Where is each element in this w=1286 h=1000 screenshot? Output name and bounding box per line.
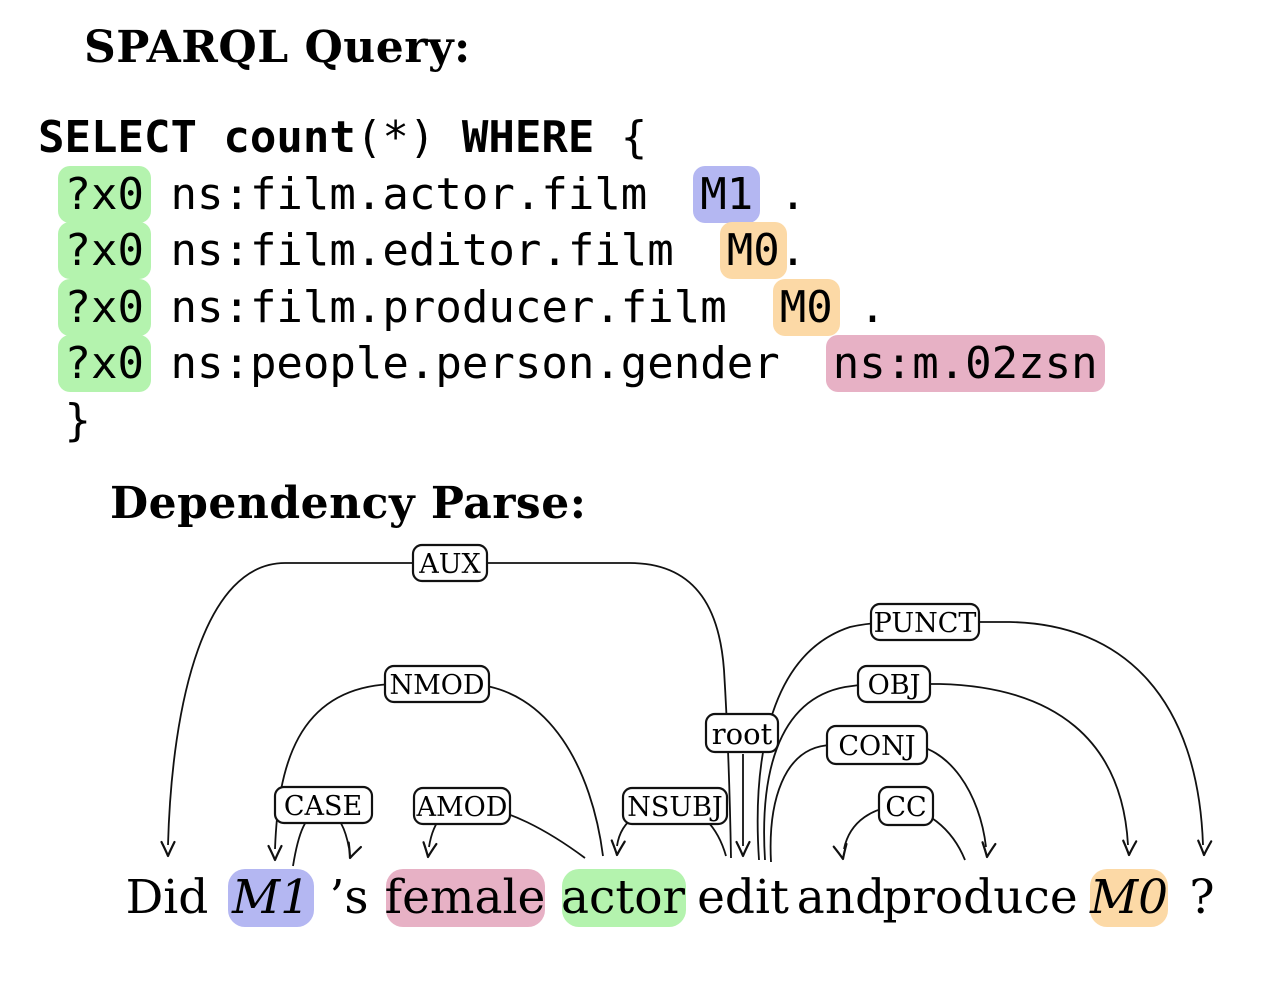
label-amod: AMOD xyxy=(412,786,512,826)
code-keyword-select-count: SELECT count xyxy=(38,112,356,163)
code-punct-parens: (*) xyxy=(355,112,462,163)
label-case-box xyxy=(273,785,374,825)
code-entity-gender-highlight: ns:m.02zsn xyxy=(825,335,1105,392)
relation-labels: AUX PUNCT NMOD OBJ root CONJ xyxy=(273,543,981,827)
label-conj-text: CONJ xyxy=(838,731,915,762)
label-conj-box xyxy=(825,724,929,766)
code-entity-m1-highlight: M1 xyxy=(693,165,761,223)
label-cc-text: CC xyxy=(885,792,926,823)
label-cc: CC xyxy=(877,785,935,827)
arrowhead-amod-female xyxy=(422,841,438,859)
arrowhead-nmod-m1 xyxy=(267,844,283,862)
label-nmod-box xyxy=(383,664,491,704)
code-var-x0-highlight: ?x0 xyxy=(57,165,151,223)
label-nmod-text: NMOD xyxy=(389,670,484,701)
label-conj: CONJ xyxy=(825,724,929,766)
label-nsubj-box xyxy=(621,786,729,826)
arc-obj xyxy=(763,683,1129,861)
pill-m1 xyxy=(228,869,314,927)
code-entity-m0-highlight: M0 xyxy=(772,278,840,336)
label-aux-text: AUX xyxy=(418,549,481,580)
word-poss: ’s xyxy=(329,870,368,925)
code-line4-tail: . xyxy=(832,281,886,333)
code-predicate-producer: ns:film.producer.film xyxy=(143,281,780,333)
word-and: and xyxy=(797,870,885,925)
code-var-x0-highlight: ?x0 xyxy=(57,278,151,336)
word-female: female xyxy=(385,870,546,925)
arc-nmod xyxy=(274,683,604,857)
arrowheads xyxy=(160,839,1213,862)
label-obj: OBJ xyxy=(856,664,932,704)
pill-m0 xyxy=(1090,869,1168,927)
label-nsubj-text: NSUBJ xyxy=(627,792,723,823)
label-obj-text: OBJ xyxy=(868,670,921,701)
dependency-parse-heading: Dependency Parse: xyxy=(110,478,587,529)
pill-actor xyxy=(562,869,686,927)
code-predicate-editor: ns:film.editor.film xyxy=(143,225,727,276)
label-aux-box xyxy=(411,543,489,583)
arrowhead-nsubj-actor xyxy=(610,839,626,857)
word-edit: edit xyxy=(697,870,789,925)
label-root-box xyxy=(704,712,780,754)
label-root: root xyxy=(704,712,780,754)
label-case-text: CASE xyxy=(284,791,362,822)
label-case: CASE xyxy=(273,785,374,825)
sentence-words: Did M1 ’s female actor edit and produce … xyxy=(126,870,1215,925)
word-produce: produce xyxy=(882,870,1077,925)
arrowhead-aux-did xyxy=(160,840,176,858)
arrowhead-case-poss xyxy=(347,841,362,860)
label-nmod: NMOD xyxy=(383,664,491,704)
label-amod-text: AMOD xyxy=(416,792,508,823)
word-highlights xyxy=(228,869,1168,927)
arc-punct xyxy=(756,621,1204,861)
code-line2-tail: . xyxy=(753,168,807,220)
label-punct-text: PUNCT xyxy=(874,608,977,639)
arrowhead-obj-m0 xyxy=(1122,839,1138,857)
word-m0: M0 xyxy=(1089,870,1168,925)
label-root-text: root xyxy=(712,717,773,751)
code-keyword-where: WHERE xyxy=(461,112,595,163)
pill-female xyxy=(386,869,545,927)
label-punct: PUNCT xyxy=(869,602,981,642)
label-obj-box xyxy=(856,664,932,704)
word-did: Did xyxy=(126,870,209,925)
arrowhead-conj-produce xyxy=(981,841,997,859)
code-predicate-actor: ns:film.actor.film xyxy=(143,168,701,220)
code-entity-m0-highlight: M0 xyxy=(719,222,787,279)
code-predicate-gender: ns:people.person.gender xyxy=(143,338,833,389)
sparql-query-heading: SPARQL Query: xyxy=(84,22,471,73)
arrowhead-punct-qmark xyxy=(1197,839,1213,857)
label-cc-box xyxy=(877,785,935,827)
code-var-x0-highlight: ?x0 xyxy=(57,222,151,279)
word-actor: actor xyxy=(561,870,686,925)
label-nsubj: NSUBJ xyxy=(621,786,729,826)
code-line3-tail: . xyxy=(779,225,807,276)
word-qmark: ? xyxy=(1189,870,1214,925)
label-amod-box xyxy=(412,786,512,826)
arrowhead-cc-and xyxy=(832,842,848,861)
word-m1: M1 xyxy=(231,870,310,925)
code-close-brace: } xyxy=(38,394,91,446)
code-open-brace: { xyxy=(594,112,648,163)
label-aux: AUX xyxy=(411,543,489,583)
label-punct-box xyxy=(869,602,981,642)
code-var-x0-highlight: ?x0 xyxy=(57,335,151,392)
arrowhead-root-edit xyxy=(735,840,751,858)
sparql-code-block: SELECT count(*) WHERE { ?x0 ns:film.acto… xyxy=(38,110,1105,449)
